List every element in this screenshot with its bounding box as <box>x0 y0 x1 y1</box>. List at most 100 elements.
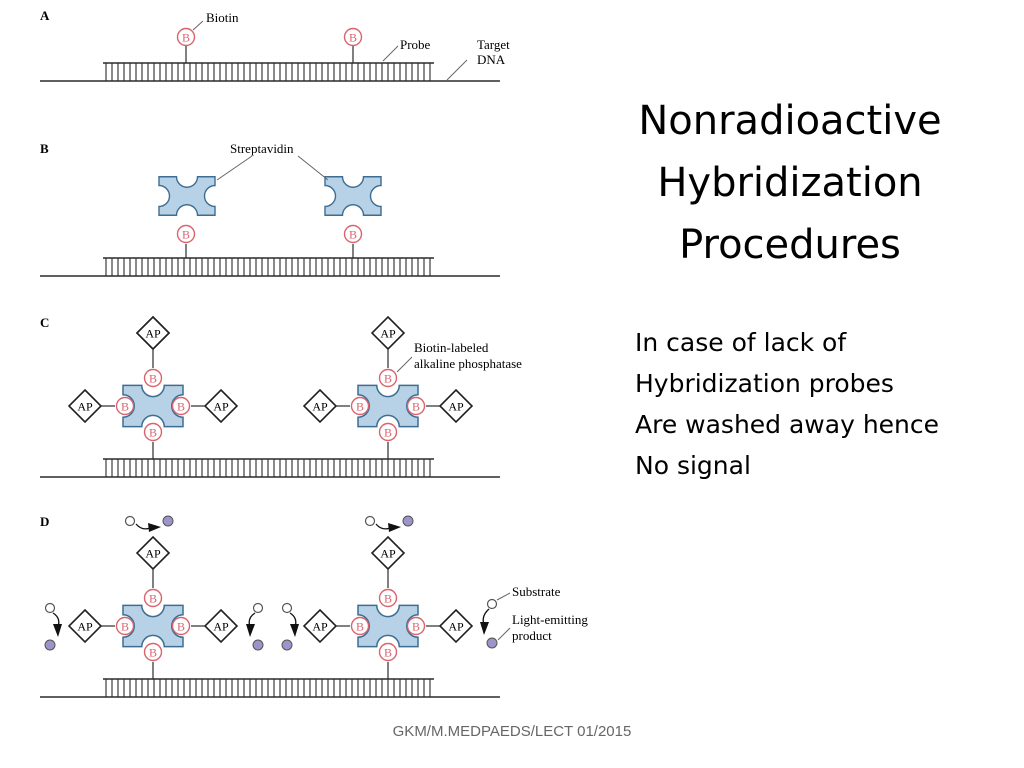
streptavidin-icon <box>324 176 382 216</box>
svg-text:B: B <box>177 620 185 634</box>
enzyme-icon: AP <box>302 608 338 644</box>
svg-text:B: B <box>149 372 157 386</box>
substrate-icon <box>486 598 498 610</box>
enzyme-icon: AP <box>67 608 103 644</box>
reaction-left-2 <box>281 602 299 651</box>
svg-text:B: B <box>384 646 392 660</box>
panel-label-c: C <box>40 315 49 330</box>
reaction-left-1 <box>44 602 62 651</box>
svg-text:AP: AP <box>380 327 396 341</box>
slide-title: Nonradioactive Hybridization Procedures <box>600 90 980 276</box>
enzyme-icon: AP <box>370 535 406 571</box>
product-dot-icon <box>402 515 414 527</box>
svg-text:AP: AP <box>213 620 229 634</box>
enzyme-icon: AP <box>438 388 474 424</box>
product-dot-icon <box>252 639 264 651</box>
svg-text:B: B <box>121 400 129 414</box>
panel-label-b: B <box>40 141 49 156</box>
ap-label-line2: alkaline phosphatase <box>414 356 522 371</box>
svg-text:AP: AP <box>380 547 396 561</box>
body-text-line: Hybridization probes <box>635 369 894 398</box>
body-text-line: No signal <box>635 451 751 480</box>
target-dna-label-line1: Target <box>477 37 510 52</box>
svg-text:AP: AP <box>213 400 229 414</box>
biotin-icon: B <box>378 368 398 388</box>
svg-text:AP: AP <box>77 400 93 414</box>
product-dot-icon <box>486 637 498 649</box>
svg-text:B: B <box>149 592 157 606</box>
slide-footer: GKM/M.MEDPAEDS/LECT 01/2015 <box>392 723 632 740</box>
product-dot-icon <box>281 639 293 651</box>
panel-label-a: A <box>40 8 50 23</box>
body-text-line: Are washed away hence <box>635 410 940 439</box>
biotin-icon: B <box>378 642 398 662</box>
product-dot-icon <box>44 639 56 651</box>
svg-text:B: B <box>349 228 357 242</box>
biotin-icon: B <box>171 396 191 416</box>
enzyme-icon: AP <box>203 608 239 644</box>
hybridization-diagram: A B C D B B Biotin Probe Target DNA <box>40 8 588 698</box>
svg-text:B: B <box>356 620 364 634</box>
slide-body-text: In case of lack of Hybridization probes … <box>635 322 1020 486</box>
svg-text:AP: AP <box>145 327 161 341</box>
biotin-label: Biotin <box>206 10 239 25</box>
substrate-icon <box>281 602 293 614</box>
substrate-icon <box>364 515 376 527</box>
enzyme-icon: AP <box>370 315 406 351</box>
biotin-icon: B <box>378 588 398 608</box>
panel-d: B B B B B B B B AP AP AP AP AP AP <box>44 515 588 679</box>
enzyme-icon: AP <box>302 388 338 424</box>
reaction-right-2 <box>480 598 498 649</box>
biotin-icon: B <box>343 224 363 244</box>
panel-label-d: D <box>40 514 49 529</box>
slide-title-line: Nonradioactive <box>638 98 942 144</box>
enzyme-icon: AP <box>438 608 474 644</box>
substrate-label: Substrate <box>512 584 561 599</box>
biotin-icon: B <box>176 224 196 244</box>
slide-title-line: Procedures <box>679 222 901 268</box>
product-label-line1: Light-emitting <box>512 612 588 627</box>
biotin-icon: B <box>143 642 163 662</box>
slide-title-line: Hybridization <box>657 160 923 206</box>
product-dot-icon <box>162 515 174 527</box>
product-label-line2: product <box>512 628 552 643</box>
streptavidin-label: Streptavidin <box>230 141 294 156</box>
svg-text:AP: AP <box>312 400 328 414</box>
biotin-icon: B <box>343 27 363 47</box>
biotin-icon: B <box>171 616 191 636</box>
reaction-right-1 <box>246 602 264 651</box>
biotin-icon: B <box>350 616 370 636</box>
biotin-icon: B <box>176 27 196 47</box>
biotin-icon: B <box>115 616 135 636</box>
panel-a: B B Biotin Probe Target DNA <box>176 10 510 81</box>
substrate-icon <box>124 515 136 527</box>
biotin-icon: B <box>406 616 426 636</box>
enzyme-icon: AP <box>203 388 239 424</box>
panel-c: B B B B B B B B AP AP AP AP AP AP Biotin… <box>67 315 522 459</box>
probe-label: Probe <box>400 37 431 52</box>
svg-text:B: B <box>182 228 190 242</box>
svg-text:B: B <box>412 400 420 414</box>
body-text-line: In case of lack of <box>635 328 847 357</box>
svg-text:B: B <box>177 400 185 414</box>
svg-text:AP: AP <box>448 620 464 634</box>
target-dna-label-line2: DNA <box>477 52 506 67</box>
biotin-icon: B <box>115 396 135 416</box>
substrate-icon <box>252 602 264 614</box>
svg-text:AP: AP <box>145 547 161 561</box>
svg-text:B: B <box>149 426 157 440</box>
dna-strand-d <box>40 678 500 698</box>
ap-label-line1: Biotin-labeled <box>414 340 489 355</box>
dna-strand-c <box>40 458 500 478</box>
reaction-top-left <box>124 515 174 532</box>
dna-strand-a <box>40 62 500 82</box>
enzyme-icon: AP <box>135 535 171 571</box>
panel-b: B B Streptavidin <box>158 141 382 258</box>
svg-text:B: B <box>121 620 129 634</box>
svg-text:B: B <box>384 592 392 606</box>
svg-text:B: B <box>356 400 364 414</box>
substrate-icon <box>44 602 56 614</box>
svg-text:B: B <box>349 31 357 45</box>
biotin-icon: B <box>406 396 426 416</box>
dna-strand-b <box>40 257 500 277</box>
